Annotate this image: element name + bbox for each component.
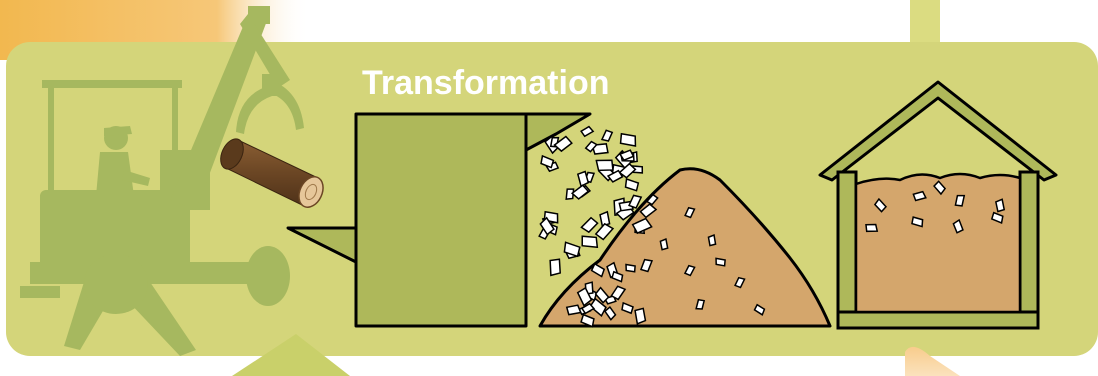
wood-chip <box>660 239 667 250</box>
section-title: Transformation <box>362 64 609 102</box>
wood-chip <box>865 223 878 233</box>
wood-chip <box>567 305 581 315</box>
wood-chip <box>635 308 645 323</box>
chipper-body <box>356 114 526 326</box>
wood-chip <box>708 235 715 246</box>
wood-chip <box>996 199 1005 211</box>
wood-chip <box>595 158 614 172</box>
wood-chip <box>549 258 562 276</box>
